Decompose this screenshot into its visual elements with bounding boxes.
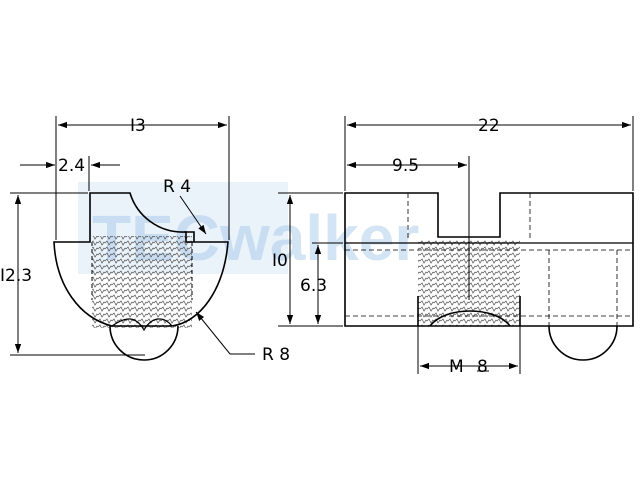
dim-label-9-5: 9.5 [392, 156, 419, 176]
front-boss-arc [109, 325, 179, 361]
front-groove [111, 318, 173, 332]
leader-r8 [195, 311, 255, 355]
dim-label-6-3: 6.3 [300, 276, 327, 296]
dim-label-r4: R 4 [163, 177, 191, 197]
dim-label-r8: R 8 [262, 345, 290, 365]
front-dimensions [10, 116, 255, 356]
side-labels: 22 9.5 I0 6.3 M 8 [272, 116, 500, 377]
dim-label-13: I3 [130, 116, 146, 136]
dim-label-10: I0 [272, 251, 288, 271]
front-thread-hatch [92, 236, 192, 328]
dim-label-m8-size: 8 [477, 357, 488, 377]
front-view [53, 192, 229, 361]
side-boss-arc [548, 325, 618, 361]
side-dimensions [278, 116, 634, 374]
front-outline [53, 192, 229, 327]
dim-label-2-4: 2.4 [58, 156, 85, 176]
side-hidden-lines [345, 193, 633, 326]
side-outline [344, 192, 634, 327]
leader-r4 [179, 195, 207, 235]
dim-label-12-3: I2.3 [0, 266, 32, 286]
front-step [184, 231, 195, 242]
front-labels: I3 2.4 I2.3 R 4 R 8 [0, 116, 290, 365]
dim-label-m: M [449, 357, 464, 377]
dim-label-22: 22 [478, 116, 500, 136]
side-thread-undercut [417, 296, 521, 327]
